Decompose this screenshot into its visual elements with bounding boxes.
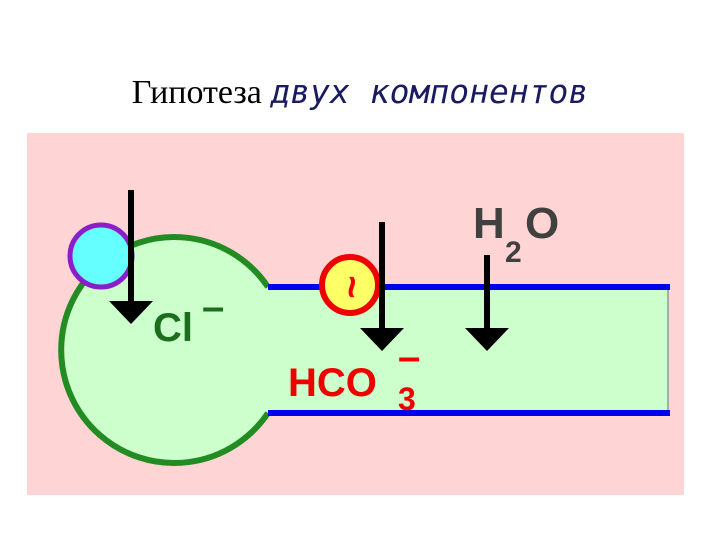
chloride-channel [67,222,135,290]
exchanger-symbol: ~ [330,275,374,298]
chloride-charge: – [202,285,224,329]
bicarbonate-charge: – [398,335,420,379]
cell-body [58,234,271,466]
water-h: H [473,199,505,248]
chloride-label: Cl [153,306,193,350]
page-title: Гипотеза двух компонентов [0,72,720,112]
water-subscript: 2 [505,236,522,269]
arrow-water [465,255,509,351]
arrow-chloride [109,190,153,324]
title-part-1: Гипотеза [131,74,271,111]
bicarbonate-subscript: 3 [398,381,416,417]
title-part-2: двух компонентов [270,72,589,111]
arrow-bicarbonate [360,222,404,351]
exchanger [319,254,381,316]
bicarbonate-label: HCO [288,361,377,405]
water-o: O [525,199,559,248]
